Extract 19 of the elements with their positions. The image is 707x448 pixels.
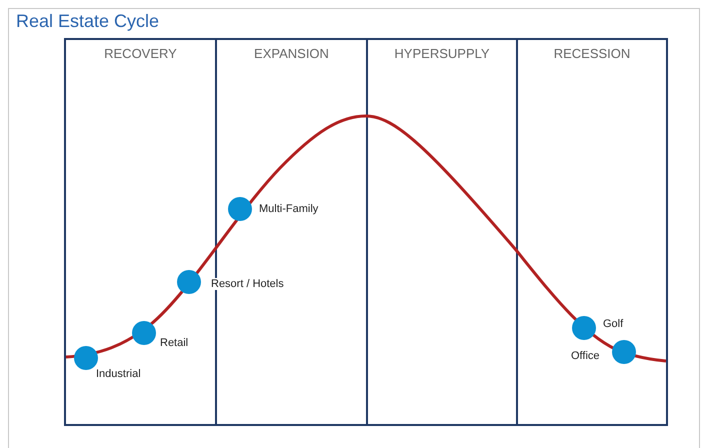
data-point xyxy=(612,340,636,364)
point-label: Industrial xyxy=(96,368,141,380)
phase-heading: HYPERSUPPLY xyxy=(393,46,491,61)
phase-heading: RECESSION xyxy=(552,46,632,61)
point-label: Multi-Family xyxy=(259,203,318,215)
data-point xyxy=(74,346,98,370)
chart-title: Real Estate Cycle xyxy=(16,11,160,32)
data-point xyxy=(177,270,201,294)
data-point xyxy=(228,197,252,221)
data-point xyxy=(572,316,596,340)
data-point xyxy=(132,321,156,345)
phase-heading: RECOVERY xyxy=(103,46,178,61)
point-label: Retail xyxy=(160,337,188,349)
phase-heading: EXPANSION xyxy=(253,46,330,61)
phase-panel xyxy=(366,38,518,426)
point-label: Resort / Hotels xyxy=(211,278,284,290)
point-label: Golf xyxy=(603,318,624,330)
phase-panel xyxy=(516,38,668,426)
point-label: Office xyxy=(571,350,600,362)
